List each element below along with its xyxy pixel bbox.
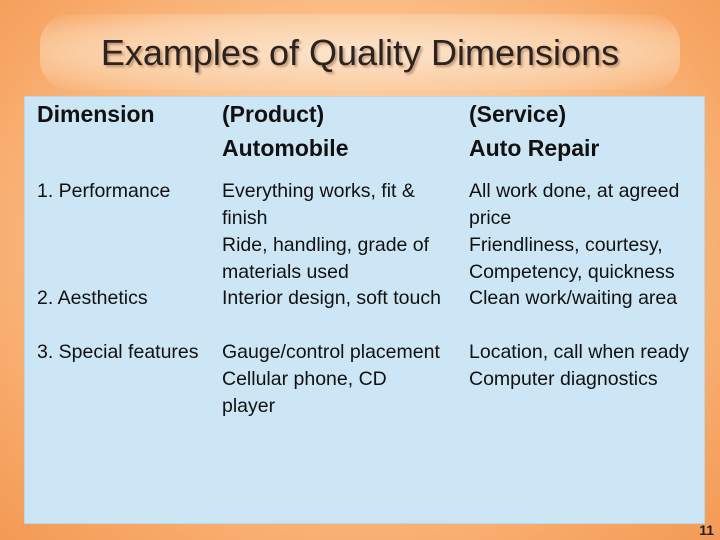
header-service-line1: (Service) [469, 101, 567, 127]
row-aesthetics-service: Clean work/waiting area [469, 287, 678, 309]
row-special-features-dimension: 3. Special features [37, 341, 199, 363]
header-product-line2: Automobile [222, 135, 349, 161]
header-service-line2: Auto Repair [469, 135, 600, 161]
row-aesthetics-product: Interior design, soft touch [222, 287, 441, 309]
page-number: 11 [699, 522, 714, 538]
row-special-features-service: Location, call when ready Computer diagn… [469, 341, 690, 390]
row-special-features-product: Gauge/control placement Cellular phone, … [222, 341, 440, 417]
slide-title: Examples of Quality Dimensions [100, 32, 620, 73]
row-performance-service: All work done, at agreed price Friendlin… [469, 180, 680, 283]
title-band [40, 14, 680, 90]
quality-dimensions-table: Dimension (Product) Automobile (Service)… [24, 96, 705, 524]
header-dimension: Dimension [37, 101, 155, 127]
row-aesthetics-dimension: 2. Aesthetics [37, 287, 148, 309]
row-performance-product: Everything works, fit & finish Ride, han… [222, 180, 430, 283]
header-product-line1: (Product) [222, 101, 325, 127]
row-performance-dimension: 1. Performance [37, 180, 171, 202]
